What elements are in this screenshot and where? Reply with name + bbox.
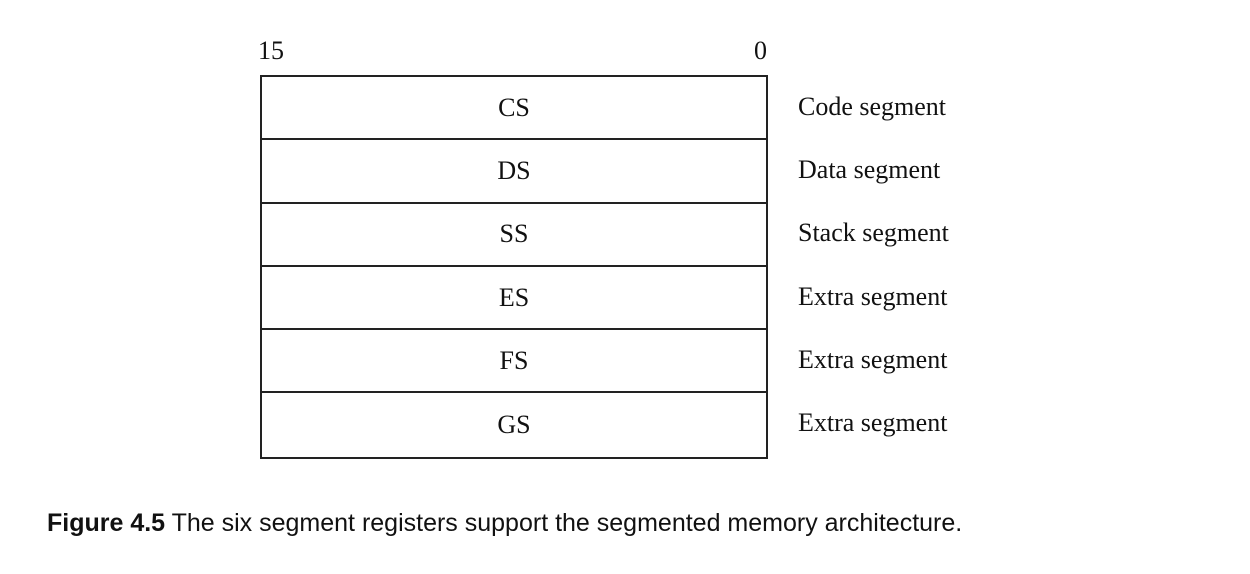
bit-0-label: 0 — [754, 36, 767, 65]
register-cs: CS — [262, 77, 766, 141]
register-ds: DS — [262, 140, 766, 204]
figure-number: Figure 4.5 — [47, 509, 166, 537]
register-gs: GS — [497, 410, 531, 440]
description-fs: Extra segment — [798, 344, 948, 374]
description-ds: Data segment — [798, 154, 941, 184]
figure-caption: Figure 4.5 The six segment registers sup… — [47, 508, 962, 538]
description-ss: Stack segment — [798, 218, 949, 248]
description-cs: Code segment — [798, 91, 947, 121]
caption-text: The six segment registers support the se… — [165, 509, 963, 537]
register-ss: SS — [262, 204, 766, 267]
register-stack: CS DS SS ES FS GS — [260, 75, 768, 459]
register-fs: FS — [262, 330, 766, 394]
register-es: ES — [262, 267, 766, 331]
description-gs: Extra segment — [798, 408, 948, 438]
description-es: Extra segment — [798, 281, 948, 311]
register-descriptions: Code segment Data segment Stack segment … — [798, 75, 949, 455]
bit-15-label: 15 — [258, 36, 284, 65]
